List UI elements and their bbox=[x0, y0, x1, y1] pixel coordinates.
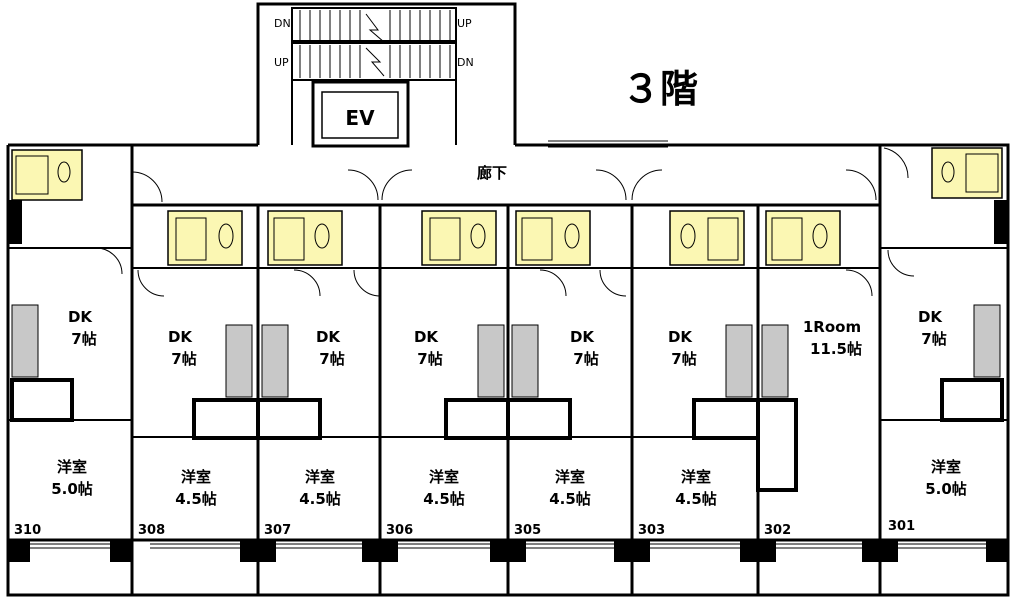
dk-label: DK bbox=[168, 328, 193, 346]
unit-310: DK 7帖 洋室 5.0帖 310 bbox=[14, 308, 97, 538]
dk-size: 7帖 bbox=[417, 350, 442, 368]
dk-label: DK bbox=[570, 328, 595, 346]
unit-307: DK 7帖 洋室 4.5帖 307 bbox=[264, 328, 345, 538]
elevator-label: EV bbox=[345, 106, 375, 130]
room-size: 4.5帖 bbox=[299, 490, 341, 508]
room-label: 洋室 bbox=[429, 468, 459, 486]
dk-label: 1Room bbox=[803, 318, 861, 336]
unit-302: 1Room 11.5帖 302 bbox=[764, 318, 862, 538]
room-size: 5.0帖 bbox=[51, 480, 93, 498]
bathrooms bbox=[11, 147, 1003, 266]
room-label: 洋室 bbox=[181, 468, 211, 486]
unit-305: DK 7帖 洋室 4.5帖 305 bbox=[514, 328, 599, 538]
stair-dn-right: DN bbox=[457, 56, 474, 69]
room-label: 洋室 bbox=[57, 458, 87, 476]
room-size: 4.5帖 bbox=[175, 490, 217, 508]
unit-306: DK 7帖 洋室 4.5帖 306 bbox=[386, 328, 465, 538]
dk-size: 7帖 bbox=[573, 350, 598, 368]
room-label: 洋室 bbox=[555, 468, 585, 486]
dk-size: 7帖 bbox=[71, 330, 96, 348]
stair-up-right: UP bbox=[457, 17, 472, 30]
dk-size: 11.5帖 bbox=[810, 340, 862, 358]
room-size: 4.5帖 bbox=[549, 490, 591, 508]
dk-size: 7帖 bbox=[671, 350, 696, 368]
dk-label: DK bbox=[414, 328, 439, 346]
dk-label: DK bbox=[316, 328, 341, 346]
closets bbox=[10, 378, 1004, 492]
stair-up-left: UP bbox=[274, 56, 289, 69]
unit-number: 305 bbox=[514, 523, 541, 538]
elevator: EV bbox=[311, 80, 410, 148]
dk-size: 7帖 bbox=[921, 330, 946, 348]
bath-fixtures bbox=[15, 153, 999, 261]
stair-dn-left: DN bbox=[274, 17, 291, 30]
unit-308: DK 7帖 洋室 4.5帖 308 bbox=[138, 328, 217, 538]
room-size: 4.5帖 bbox=[675, 490, 717, 508]
room-size: 5.0帖 bbox=[925, 480, 967, 498]
room-label: 洋室 bbox=[305, 468, 335, 486]
dk-label: DK bbox=[918, 308, 943, 326]
dk-label: DK bbox=[68, 308, 93, 326]
unit-number: 301 bbox=[888, 519, 915, 534]
kitchens bbox=[11, 304, 1001, 398]
pillars bbox=[8, 200, 1008, 562]
unit-303: DK 7帖 洋室 4.5帖 303 bbox=[638, 328, 717, 538]
corridor-label: 廊下 bbox=[477, 164, 507, 182]
unit-number: 302 bbox=[764, 523, 791, 538]
dk-size: 7帖 bbox=[171, 350, 196, 368]
unit-number: 310 bbox=[14, 523, 41, 538]
floor-title: ３階 bbox=[622, 67, 698, 111]
unit-301: DK 7帖 洋室 5.0帖 301 bbox=[888, 308, 967, 534]
dk-label: DK bbox=[668, 328, 693, 346]
room-size: 4.5帖 bbox=[423, 490, 465, 508]
stairs bbox=[291, 7, 457, 145]
unit-number: 306 bbox=[386, 523, 413, 538]
walls bbox=[6, 2, 1010, 597]
unit-number: 308 bbox=[138, 523, 165, 538]
room-label: 洋室 bbox=[681, 468, 711, 486]
windows bbox=[30, 543, 986, 549]
door-swings bbox=[95, 147, 915, 297]
dk-size: 7帖 bbox=[319, 350, 344, 368]
room-label: 洋室 bbox=[931, 458, 961, 476]
unit-number: 307 bbox=[264, 523, 291, 538]
unit-number: 303 bbox=[638, 523, 665, 538]
